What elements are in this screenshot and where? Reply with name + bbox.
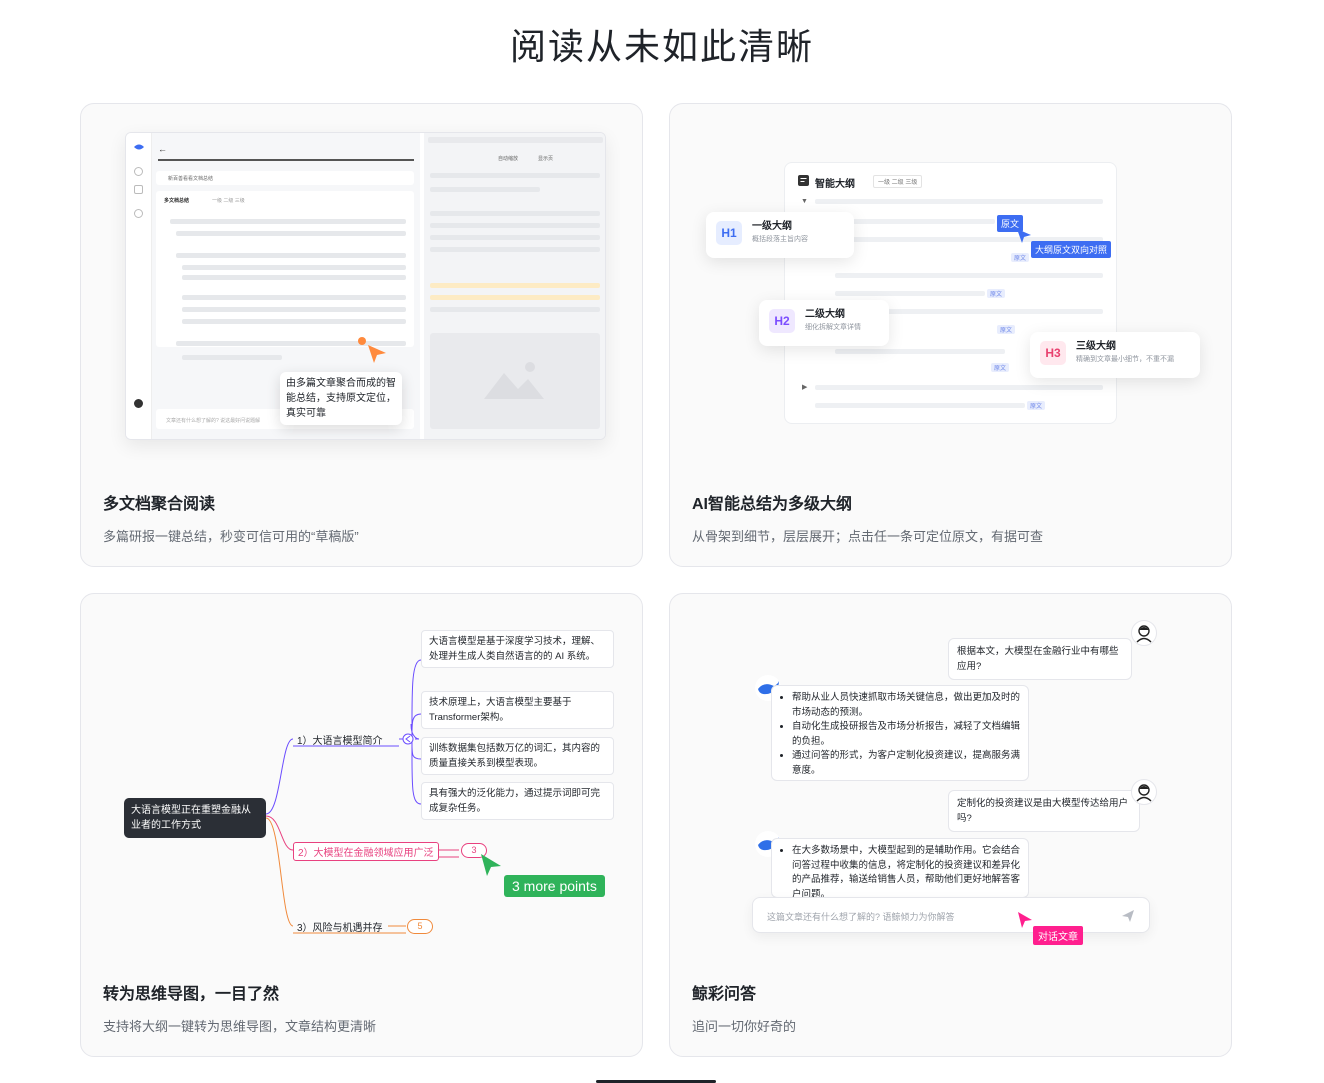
collapsed-count-badge[interactable]: 5: [407, 919, 433, 934]
reader-mockup: ← 新百善看看文档总结 多文档总结 一级 二级 三级 文章还有什么想了解的? 说…: [125, 132, 606, 440]
mock-toolbar-pages[interactable]: 显示页: [538, 156, 554, 162]
mindmap-leaf[interactable]: 具有强大的泛化能力，通过提示词即可完成复杂任务。: [421, 782, 614, 820]
mock-chat-input[interactable]: 文章还有什么想了解的? 说这最好问说题解: [166, 418, 261, 424]
side-rail: [126, 133, 152, 439]
cursor-arrow-icon: [1017, 229, 1031, 243]
citation-marker[interactable]: [358, 337, 366, 345]
h3-badge: H3: [1040, 341, 1066, 365]
chat-with-article-tag[interactable]: 对话文章: [1033, 926, 1083, 945]
level-tabs[interactable]: 一级 二级 三级: [873, 175, 923, 188]
feature-card-multi-doc[interactable]: ← 新百善看看文档总结 多文档总结 一级 二级 三级 文章还有什么想了解的? 说…: [80, 103, 643, 567]
refresh-icon[interactable]: [134, 209, 143, 218]
cursor-arrow-icon: [481, 854, 501, 876]
card-title: AI智能总结为多级大纲: [692, 496, 853, 513]
doc-title: 新百善看看文档总结: [168, 176, 214, 182]
source-tag-active[interactable]: 原文: [997, 215, 1024, 232]
image-placeholder-icon: [484, 362, 544, 399]
mindmap-leaf[interactable]: 训练数据集包括数万亿的词汇，其内容的质量直接关系到模型表现。: [421, 737, 614, 775]
level-tabs[interactable]: 一级 二级 三级: [212, 198, 245, 204]
mindmap-leaf[interactable]: 大语言模型是基于深度学习技术，理解、处理并生成人类自然语言的的 AI 系统。: [421, 630, 614, 668]
more-points-tag[interactable]: 3 more points: [504, 875, 605, 897]
send-icon[interactable]: [1121, 909, 1135, 923]
user-question: 根据本文，大模型在金融行业中有哪些应用?: [948, 638, 1132, 680]
user-question: 定制化的投资建议是由大模型传达给用户吗?: [948, 790, 1140, 832]
library-icon[interactable]: [134, 185, 143, 194]
assistant-answer: 在大多数场景中，大模型起到的是辅助作用。它会结合问答过程中收集的信息，将定制化的…: [771, 838, 1029, 898]
page-title: 阅读从未如此清晰: [509, 26, 814, 67]
assistant-answer: 帮助从业人员快速抓取市场关键信息，做出更加及时的市场动态的预测。 自动化生成投研…: [771, 685, 1029, 781]
feature-card-qa[interactable]: 根据本文，大模型在金融行业中有哪些应用? 帮助从业人员快速抓取市场关键信息，做出…: [669, 593, 1232, 1057]
mindmap-root[interactable]: 大语言模型正在重塑金融从业者的工作方式: [124, 798, 266, 838]
heading-card-h2: H2 二级大纲 细化拆解文章详情: [759, 300, 889, 346]
scroll-indicator: [596, 1080, 716, 1083]
source-tag[interactable]: 原文: [1027, 401, 1046, 410]
back-arrow-icon[interactable]: ←: [158, 144, 167, 154]
summary-label: 多文档总结: [164, 198, 190, 204]
heading-card-h3: H3 三级大纲 精确到文章最小细节，不重不漏: [1030, 332, 1200, 378]
expand-caret-icon[interactable]: ▶: [802, 384, 808, 391]
answer-point: 自动化生成投研报告及市场分析报告，减轻了文档编辑的负担。: [792, 720, 1020, 749]
mock-toolbar-zoom[interactable]: 自动缩放: [498, 156, 519, 162]
chat-input[interactable]: 这篇文章还有什么想了解的? 语鲸倾力为你解答: [752, 897, 1150, 933]
card-desc: 追问一切你好奇的: [692, 1019, 797, 1034]
bidirectional-tag: 大纲原文双向对照: [1031, 241, 1112, 258]
answer-point: 帮助从业人员快速抓取市场关键信息，做出更加及时的市场动态的预测。: [792, 691, 1020, 720]
user-avatar-icon: [1131, 620, 1157, 646]
logo-icon: [134, 144, 144, 150]
answer-point: 通过问答的形式，为客户定制化投资建议，提高服务满意度。: [792, 749, 1020, 778]
mindmap-branch-2[interactable]: 2）大模型在金融领域应用广泛: [293, 842, 439, 861]
source-tag[interactable]: 原文: [1011, 253, 1030, 262]
chat-input-placeholder: 这篇文章还有什么想了解的? 语鲸倾力为你解答: [767, 912, 955, 922]
h1-badge: H1: [716, 221, 742, 245]
collapsed-count-badge[interactable]: 3: [461, 843, 487, 858]
mindmap-branch-3[interactable]: 3）风险与机遇并存: [297, 923, 383, 934]
card-title: 多文档聚合阅读: [103, 496, 216, 513]
h2-badge: H2: [769, 309, 795, 333]
outline-icon: [798, 175, 809, 186]
card-title: 鲸彩问答: [692, 986, 757, 1003]
outline-title: 智能大纲: [815, 179, 855, 190]
collapse-caret-icon[interactable]: ▼: [801, 198, 808, 205]
cursor-arrow-icon: [1018, 912, 1032, 928]
cursor-arrow-icon: [368, 345, 386, 363]
user-avatar-icon[interactable]: [134, 399, 143, 408]
source-tag[interactable]: 原文: [991, 363, 1010, 372]
feature-card-mindmap[interactable]: 大语言模型正在重塑金融从业者的工作方式 1）大语言模型简介 2）大模型在金融领域…: [80, 593, 643, 1057]
mindmap-leaf[interactable]: 技术原理上，大语言模型主要基于Transformer架构。: [421, 691, 614, 729]
card-desc: 从骨架到细节，层层展开；点击任一条可定位原文，有据可查: [692, 529, 1044, 544]
card-desc: 支持将大纲一键转为思维导图，文章结构更清晰: [103, 1019, 377, 1034]
card-desc: 多篇研报一键总结，秒变可信可用的“草稿版”: [103, 529, 359, 544]
source-tag[interactable]: 原文: [987, 289, 1006, 298]
card-title: 转为思维导图，一目了然: [103, 986, 280, 1003]
feature-tooltip: 由多篇文章聚合而成的智能总结，支持原文定位，真实可靠: [280, 372, 402, 425]
heading-card-h1: H1 一级大纲 概括段落主旨内容: [706, 212, 854, 258]
feature-card-outline[interactable]: 智能大纲 一级 二级 三级 ▼ ▶ 原文 原文 原文 原文 原文 原文 大纲原文…: [669, 103, 1232, 567]
user-avatar-icon: [1131, 779, 1157, 805]
source-tag[interactable]: 原文: [997, 325, 1016, 334]
history-icon[interactable]: [134, 167, 143, 176]
mindmap-branch-1[interactable]: 1）大语言模型简介: [297, 736, 383, 747]
outline-panel: 智能大纲 一级 二级 三级 ▼ ▶ 原文 原文 原文 原文 原文 原文 大纲原文…: [784, 162, 1117, 424]
source-panel: 自动缩放 显示页: [424, 133, 605, 439]
answer-point: 在大多数场景中，大模型起到的是辅助作用。它会结合问答过程中收集的信息，将定制化的…: [792, 844, 1020, 897]
